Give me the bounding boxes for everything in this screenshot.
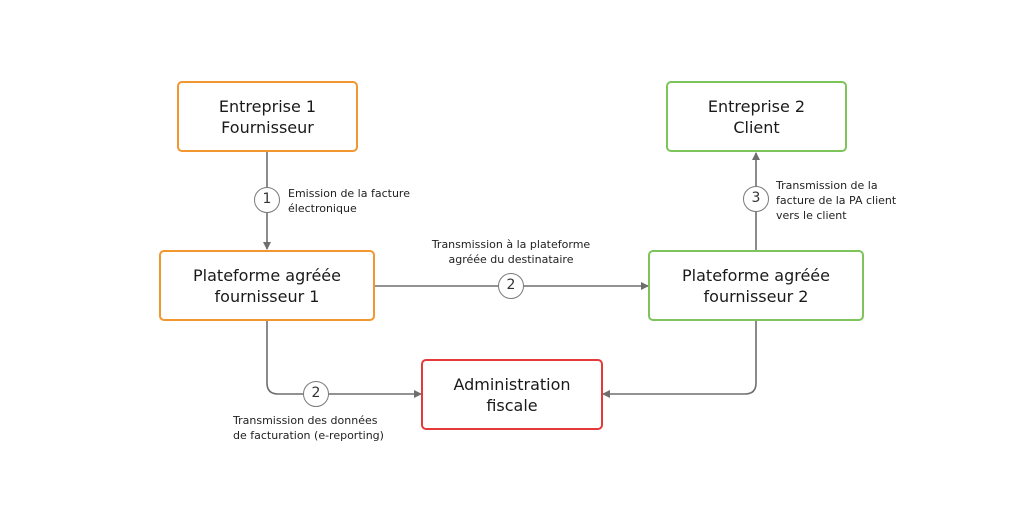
node-administration-line2: fiscale	[486, 395, 538, 415]
node-entreprise-1-fournisseur: Entreprise 1 Fournisseur	[177, 81, 358, 152]
step-badge-transmission-plateforme: 2	[498, 273, 524, 299]
arrow-e-reporting	[266, 321, 422, 398]
label-transmission-client-line3: vers le client	[776, 209, 847, 222]
node-entreprise-2-client: Entreprise 2 Client	[666, 81, 847, 152]
node-plateforme-agreee-fournisseur-2: Plateforme agréée fournisseur 2	[648, 250, 864, 321]
node-plateforme-agreee-fournisseur-1: Plateforme agréée fournisseur 1	[159, 250, 375, 321]
node-entreprise-2-line2: Client	[733, 117, 780, 137]
node-administration-line1: Administration	[453, 374, 571, 394]
label-e-reporting-line1: Transmission des données	[233, 414, 378, 427]
node-plateforme-2-line2: fournisseur 2	[703, 286, 809, 306]
node-plateforme-1-line1: Plateforme agréée	[193, 265, 341, 285]
node-entreprise-1-line1: Entreprise 1	[218, 96, 317, 116]
node-entreprise-1-line2: Fournisseur	[221, 117, 314, 137]
label-emission-line2: électronique	[288, 202, 357, 215]
step-badge-transmission-client: 3	[743, 186, 769, 212]
node-plateforme-1-line2: fournisseur 1	[214, 286, 320, 306]
label-transmission-plateforme-line2: agréée du destinataire	[448, 253, 574, 266]
node-plateforme-2-line1: Plateforme agréée	[682, 265, 830, 285]
step-badge-emission: 1	[254, 187, 280, 213]
label-transmission-plateforme: Transmission à la plateforme agréée du d…	[411, 237, 611, 267]
label-emission: Emission de la facture électronique	[288, 186, 410, 216]
label-transmission-plateforme-line1: Transmission à la plateforme	[431, 238, 591, 251]
step-badge-e-reporting: 2	[303, 381, 329, 407]
label-e-reporting: Transmission des données de facturation …	[233, 413, 384, 443]
label-e-reporting-line2: de facturation (e-reporting)	[233, 429, 384, 442]
label-emission-line1: Emission de la facture	[288, 187, 410, 200]
arrow-plateforme2-administration	[602, 321, 757, 398]
label-transmission-client-line1: Transmission de la	[776, 179, 878, 192]
node-administration-fiscale: Administration fiscale	[421, 359, 603, 430]
label-transmission-client: Transmission de la facture de la PA clie…	[776, 178, 896, 223]
label-transmission-client-line2: facture de la PA client	[776, 194, 897, 207]
node-entreprise-2-line1: Entreprise 2	[707, 96, 806, 116]
